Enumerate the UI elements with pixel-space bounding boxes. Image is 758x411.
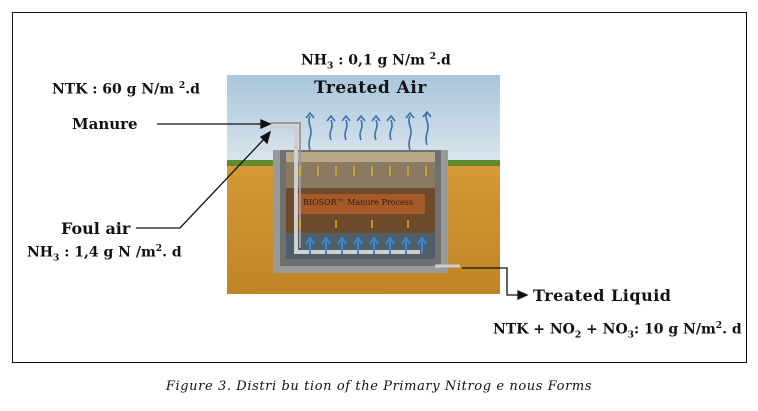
upflow-arrows [305, 236, 427, 254]
air-arrows [305, 110, 432, 151]
ntk-input-label: NTK : 60 g N/m 2.d [52, 80, 200, 98]
treated-air-label: Treated Air [314, 78, 427, 98]
biofilter-tank [270, 122, 460, 273]
nh3-foul-label: NH3 : 1,4 g N /m2. d [27, 243, 182, 264]
manure-label: Manure [72, 115, 138, 133]
foul-air-label: Foul air [61, 219, 131, 238]
treated-liquid-arrow [462, 267, 529, 301]
sump-layer [286, 233, 435, 259]
treated-liquid-label: Treated Liquid [533, 286, 672, 305]
foul-air-arrow [136, 130, 272, 229]
downflow-arrows [299, 166, 427, 228]
figure-caption: Figure 3. Distri bu tion of the Primary … [165, 379, 593, 394]
process-box [297, 194, 425, 214]
nh3-treated-label: NH3 : 0,1 g N/m 2.d [301, 51, 451, 72]
process-box-label: BIOSOR™ Manure Process [303, 198, 414, 207]
output-nitrogen-label: NTK + NO2 + NO3: 10 g N/m2. d [493, 320, 742, 341]
manure-arrow [157, 118, 272, 130]
